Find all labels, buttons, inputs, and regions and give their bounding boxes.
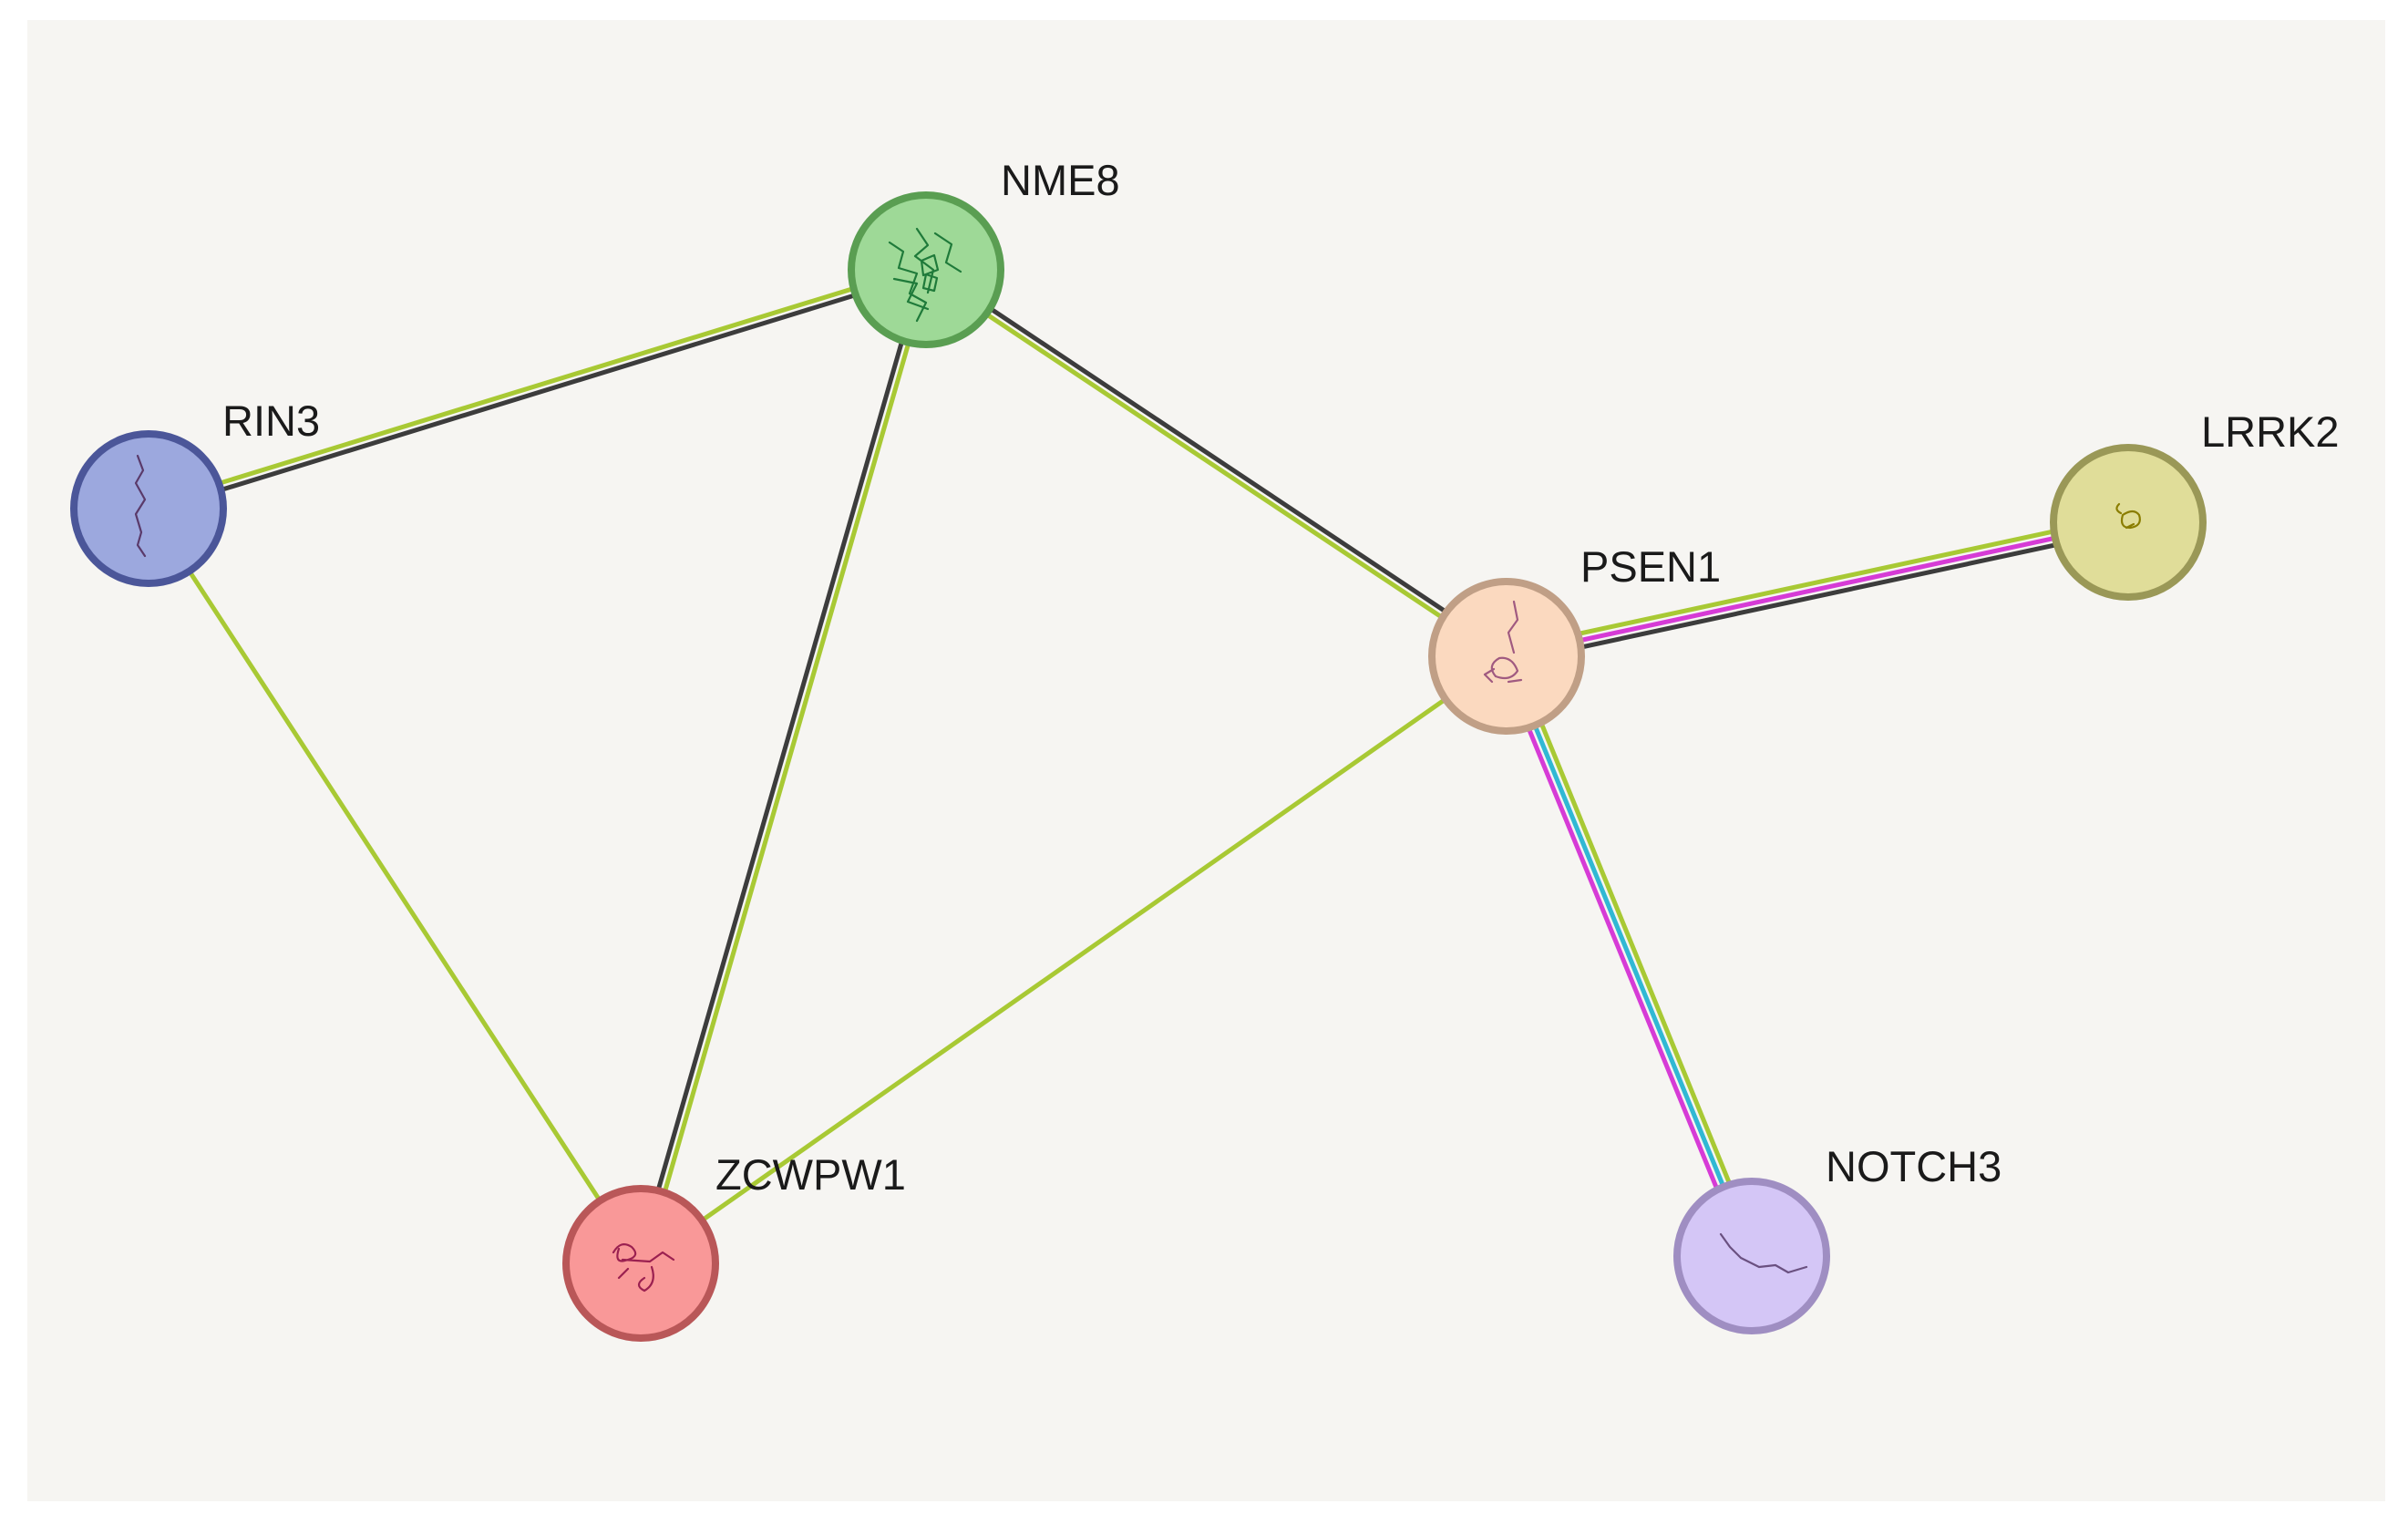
node-label-lrrk2: LRRK2 — [2201, 407, 2340, 456]
node-nme8[interactable]: NME8 — [848, 156, 1120, 348]
edge-evidence-line — [147, 264, 926, 508]
edge-rin3-zcwpw1[interactable] — [146, 507, 643, 1265]
node-label-zcwpw1: ZCWPW1 — [715, 1150, 906, 1199]
edge-evidence-line — [1504, 655, 1755, 1257]
edge-evidence-line — [922, 271, 1507, 662]
edge-evidence-line — [642, 270, 932, 1265]
edge-evidence-line — [1506, 520, 2129, 659]
edge-evidence-line — [639, 654, 1508, 1266]
node-circle[interactable] — [848, 191, 1004, 348]
protein-structure-icon — [134, 454, 147, 558]
edge-evidence-line — [1504, 513, 2127, 653]
node-label-notch3: NOTCH3 — [1826, 1142, 2002, 1190]
edge-evidence-line — [1508, 526, 2131, 665]
protein-structure-icon — [1719, 1232, 1808, 1274]
edge-evidence-line — [1497, 657, 1748, 1260]
node-label-psen1: PSEN1 — [1580, 542, 1721, 591]
edge-rin3-nme8[interactable] — [147, 264, 928, 514]
protein-structure-icon — [1483, 600, 1523, 684]
network-background — [27, 20, 2385, 1501]
node-circle[interactable] — [1428, 578, 1585, 735]
edges-layer — [146, 264, 2131, 1266]
edge-psen1-notch3[interactable] — [1497, 653, 1761, 1260]
edge-evidence-line — [146, 507, 643, 1265]
node-circle[interactable] — [562, 1185, 719, 1342]
edge-evidence-line — [926, 264, 1510, 655]
edge-evidence-line — [1510, 653, 1761, 1255]
node-notch3[interactable]: NOTCH3 — [1673, 1142, 2002, 1334]
protein-structure-icon — [888, 227, 962, 323]
node-circle[interactable] — [2050, 444, 2207, 601]
edge-nme8-zcwpw1[interactable] — [634, 268, 932, 1265]
node-rin3[interactable]: RIN3 — [70, 397, 320, 587]
edge-psen1-zcwpw1[interactable] — [639, 654, 1508, 1266]
node-lrrk2[interactable]: LRRK2 — [2050, 407, 2340, 601]
protein-structure-icon — [612, 1242, 675, 1293]
edge-evidence-line — [149, 271, 928, 514]
node-circle[interactable] — [1673, 1178, 1830, 1334]
node-zcwpw1[interactable]: ZCWPW1 — [562, 1150, 906, 1342]
node-label-rin3: RIN3 — [222, 397, 320, 445]
protein-structure-icon — [2115, 502, 2141, 530]
edge-psen1-lrrk2[interactable] — [1504, 513, 2131, 665]
node-label-nme8: NME8 — [1001, 156, 1120, 204]
edge-evidence-line — [634, 268, 925, 1263]
node-circle[interactable] — [70, 430, 227, 587]
edge-nme8-psen1[interactable] — [922, 264, 1510, 662]
node-psen1[interactable]: PSEN1 — [1428, 542, 1721, 735]
